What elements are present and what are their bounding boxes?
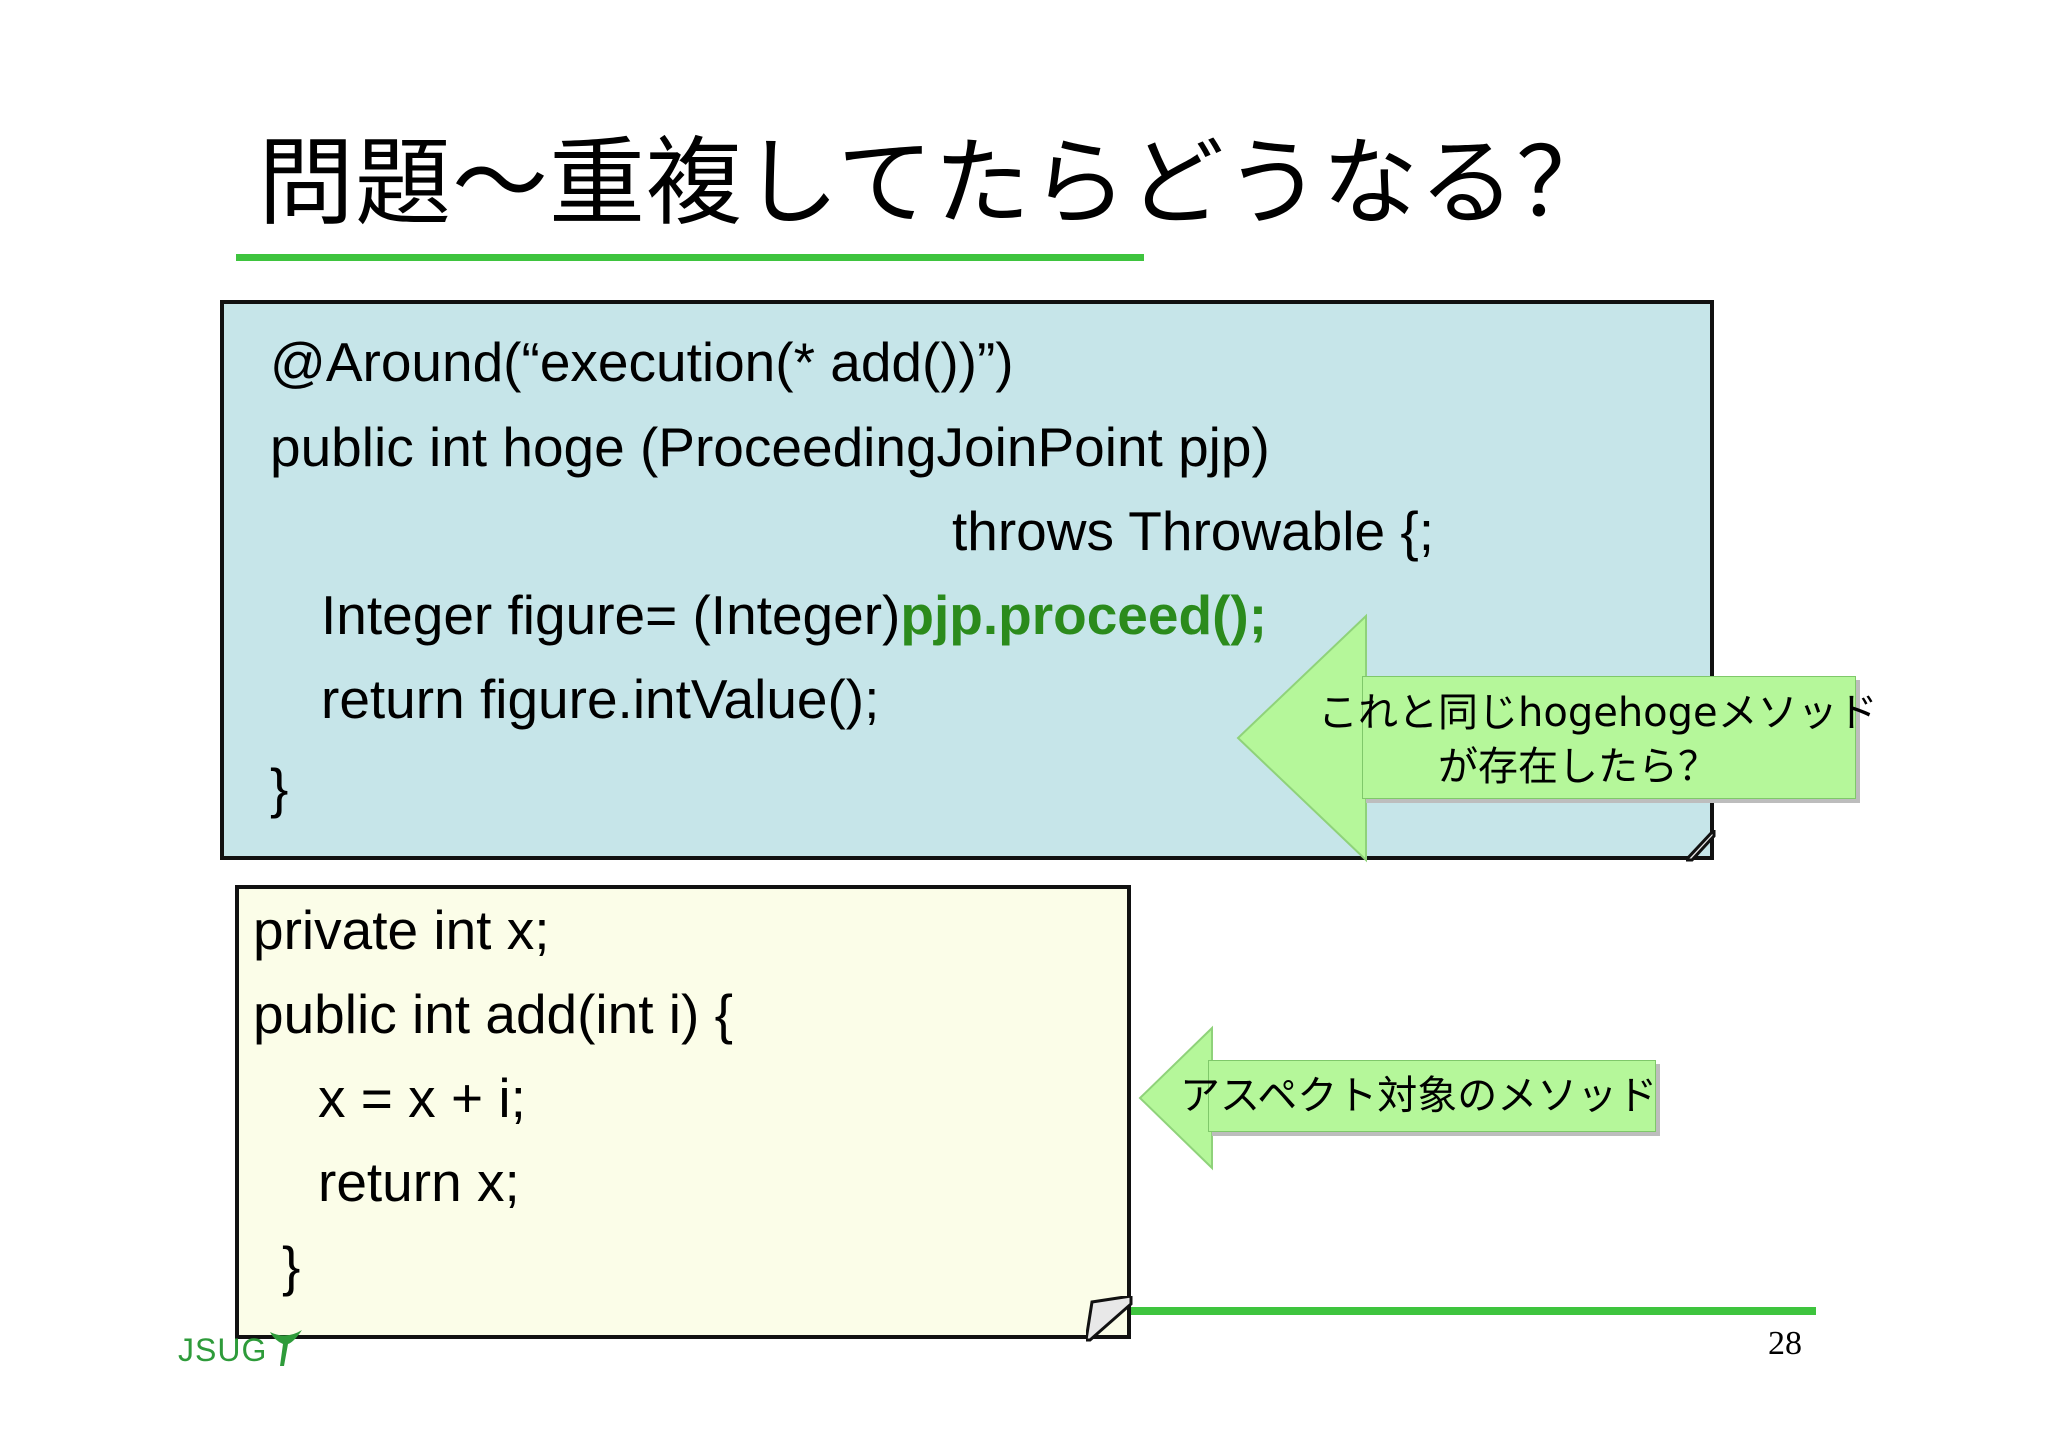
target-note-callout [1208,1060,1656,1132]
target-code-line-2: public int add(int i) { [253,983,733,1045]
target-note-text: アスペクト対象のメソッド [1180,1073,1658,1119]
advice-code-line-2: public int hoge (ProceedingJoinPoint pjp… [270,416,1270,478]
advice-code-line-5: return figure.intValue(); [321,668,880,730]
target-code-line-3: x = x + i; [318,1067,526,1129]
advice-code-line-6: } [270,757,289,819]
duplicate-note-line-1: これと同じhogehogeメソッド [1318,690,1878,736]
target-box-fold-corner [1086,1296,1133,1342]
target-code-line-4: return x; [318,1151,520,1213]
target-code-line-1: private int x; [253,899,550,961]
target-code-box [235,885,1131,1339]
title-underline [236,254,1144,261]
duplicate-note-line-2: が存在したら？ [1438,744,1718,790]
footer-rule [1131,1307,1816,1315]
jsug-leaf-icon [270,1330,302,1366]
page-number: 28 [1768,1325,1802,1362]
advice-box-fold-corner [1686,830,1716,862]
slide-title: 問題〜重複してたらどうなる？ [258,127,1614,239]
advice-code-line-4: Integer figure= (Integer)pjp.proceed(); [321,580,1267,650]
advice-code-line-1: @Around(“execution(* add())”) [270,331,1014,393]
proceed-call-highlight: pjp.proceed(); [900,584,1268,646]
target-code-line-5: } [282,1235,301,1297]
jsug-logo-text: JSUG [178,1332,268,1368]
duplicate-note-callout [1362,676,1856,799]
advice-code-line-4-text: Integer figure= (Integer) [321,584,901,646]
advice-code-line-3: throws Throwable {; [952,500,1435,562]
